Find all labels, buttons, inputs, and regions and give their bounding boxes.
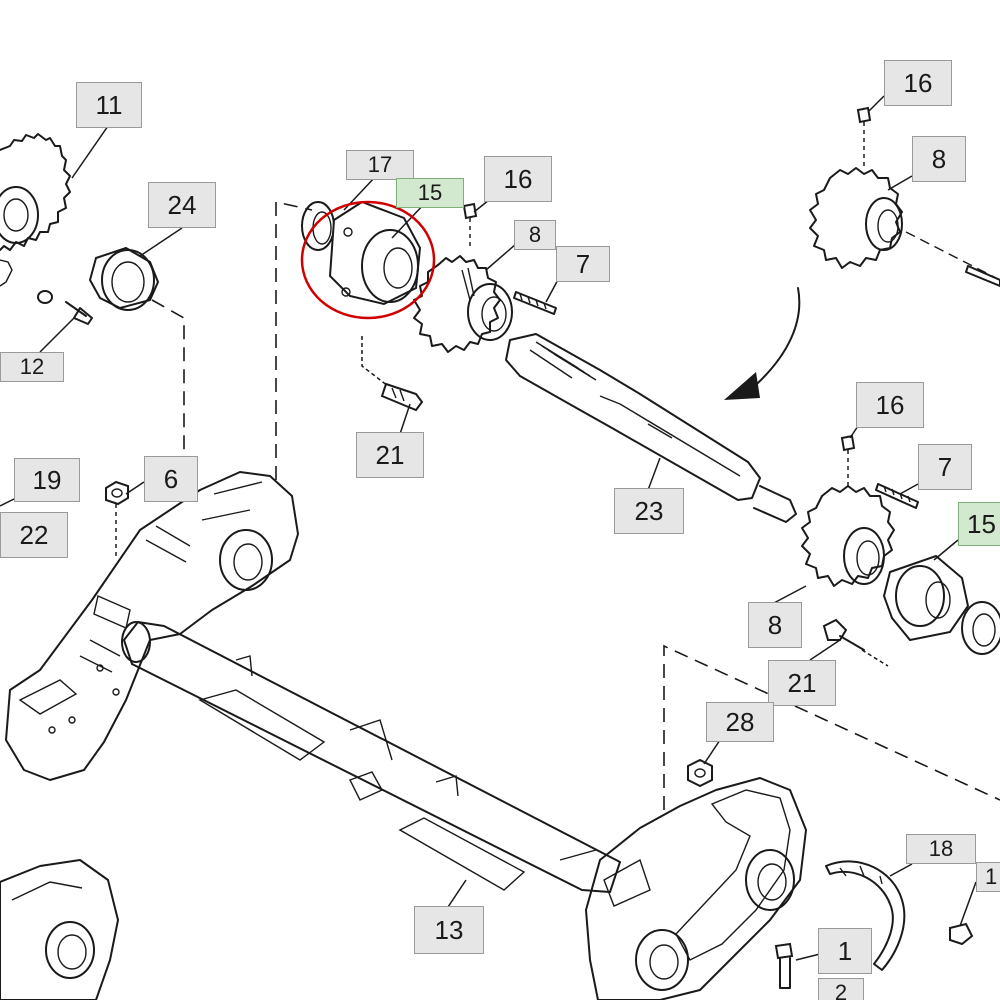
bolt-12 — [37, 290, 93, 325]
large-sprocket-11 — [0, 133, 71, 287]
callout-8-top[interactable]: 8 — [514, 220, 556, 250]
callout-22[interactable]: 22 — [0, 512, 68, 558]
bolt-21-lower — [822, 618, 889, 667]
dashed-assembly-line-24 — [151, 299, 185, 462]
callout-21-top[interactable]: 21 — [356, 432, 424, 478]
callout-11[interactable]: 11 — [76, 82, 142, 128]
callout-13[interactable]: 13 — [414, 906, 484, 954]
chain-sprocket-8-right-top — [809, 106, 1000, 287]
callout-16-right-top[interactable]: 16 — [884, 60, 952, 106]
callout-15-right[interactable]: 15 — [958, 502, 1000, 546]
bolt-18-side — [949, 922, 974, 946]
bolt-21-top — [361, 336, 424, 412]
callout-6[interactable]: 6 — [144, 456, 198, 502]
spacer-bushing-24 — [88, 246, 160, 311]
key-7-top — [513, 291, 557, 315]
callout-2[interactable]: 2 — [818, 978, 864, 1000]
callout-7-mid[interactable]: 7 — [918, 444, 972, 490]
drive-shaft-23 — [505, 333, 797, 523]
nut-28 — [687, 758, 713, 788]
callout-12[interactable]: 12 — [0, 352, 64, 382]
lower-left-housing — [0, 859, 119, 1000]
dashed-assembly-line-left — [275, 201, 313, 480]
assembly-direction-arrow — [724, 287, 801, 400]
callout-28[interactable]: 28 — [706, 702, 774, 742]
callout-16-top[interactable]: 16 — [484, 156, 552, 202]
retaining-clip-18 — [825, 860, 906, 971]
callout-24[interactable]: 24 — [148, 182, 216, 228]
callout-21-lower[interactable]: 21 — [768, 660, 836, 706]
callout-8-lower[interactable]: 8 — [748, 602, 802, 648]
callout-18[interactable]: 18 — [906, 834, 976, 864]
flange-bearing-15-top — [328, 200, 422, 306]
right-chain-housing — [585, 777, 807, 1000]
callout-leader-lines — [0, 95, 977, 961]
chain-sprocket-8-lower — [801, 434, 919, 587]
callout-8-right-top[interactable]: 8 — [912, 136, 966, 182]
callout-1-edge[interactable]: 1 — [976, 862, 1000, 892]
flange-bearing-15-right — [882, 554, 1000, 655]
callout-7-top[interactable]: 7 — [556, 246, 610, 282]
chain-sprocket-8-top — [413, 255, 513, 353]
cross-tube-13 — [121, 621, 621, 893]
callout-1[interactable]: 1 — [818, 928, 872, 974]
set-screw-16-top — [462, 202, 478, 250]
callout-15-top[interactable]: 15 — [396, 178, 464, 208]
nut-6 — [105, 480, 129, 560]
bolt-1 — [774, 942, 794, 989]
callout-17[interactable]: 17 — [346, 150, 414, 180]
highlight-circle-part-15 — [300, 200, 436, 320]
callout-16-mid[interactable]: 16 — [856, 382, 924, 428]
dashed-assembly-line-right — [663, 644, 1000, 810]
callout-23[interactable]: 23 — [614, 488, 684, 534]
callout-19[interactable]: 19 — [14, 458, 80, 502]
